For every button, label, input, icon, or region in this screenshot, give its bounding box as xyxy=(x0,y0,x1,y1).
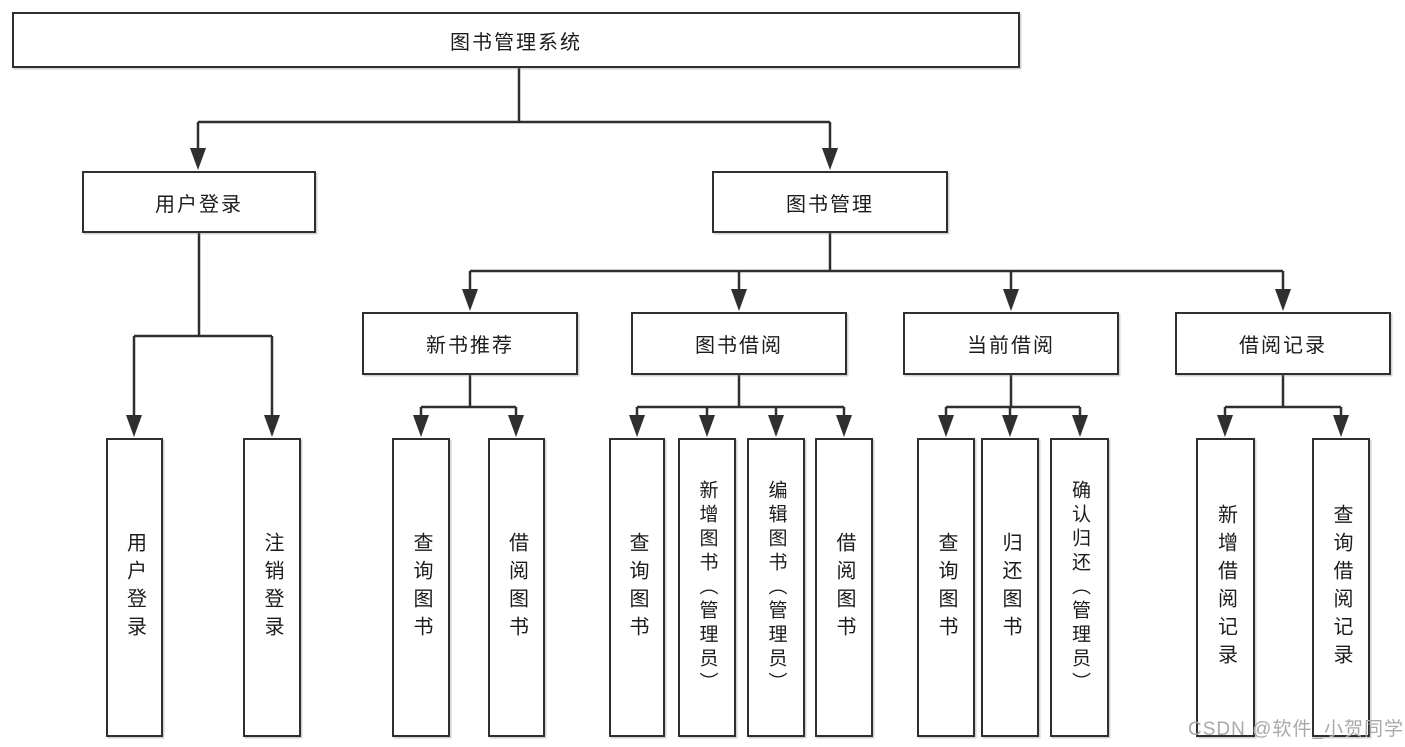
leaf-logout-label: 注销登录 xyxy=(261,531,283,644)
leaf-user-login-label: 用户登录 xyxy=(123,531,146,644)
node-user-login-label: 用户登录 xyxy=(155,193,243,216)
leaf-query-books-borrow: 查询图书 xyxy=(609,438,665,737)
node-book-management-label: 图书管理 xyxy=(786,193,874,216)
node-user-login: 用户登录 xyxy=(82,171,316,233)
node-root: 图书管理系统 xyxy=(12,12,1020,68)
csdn-watermark: CSDN @软件_小贺同学 xyxy=(1188,719,1404,740)
leaf-confirm-return-admin: 确认归还（管理员） xyxy=(1050,438,1109,737)
leaf-add-book-admin: 新增图书（管理员） xyxy=(678,438,736,737)
leaf-borrow-books-borrow: 借阅图书 xyxy=(815,438,873,737)
leaf-return-book: 归还图书 xyxy=(981,438,1039,737)
node-new-book-recommend: 新书推荐 xyxy=(362,312,578,375)
node-current-borrow-label: 当前借阅 xyxy=(967,335,1055,357)
leaf-edit-book-admin: 编辑图书（管理员） xyxy=(747,438,805,737)
node-root-label: 图书管理系统 xyxy=(450,31,582,54)
leaf-query-books-current-label: 查询图书 xyxy=(935,531,957,644)
leaf-query-books-current: 查询图书 xyxy=(917,438,975,737)
leaf-borrow-books-borrow-label: 借阅图书 xyxy=(833,531,855,644)
node-book-borrow-label: 图书借阅 xyxy=(695,335,783,357)
leaf-return-book-label: 归还图书 xyxy=(999,531,1021,644)
leaf-query-borrow-record-label: 查询借阅记录 xyxy=(1330,503,1352,672)
node-borrow-records: 借阅记录 xyxy=(1175,312,1391,375)
leaf-user-login: 用户登录 xyxy=(106,438,163,737)
leaf-edit-book-admin-label: 编辑图书（管理员） xyxy=(765,479,787,696)
leaf-borrow-books-recommend-label: 借阅图书 xyxy=(505,531,528,644)
leaf-add-book-admin-label: 新增图书（管理员） xyxy=(696,479,718,696)
leaf-query-books-recommend: 查询图书 xyxy=(392,438,450,737)
leaf-query-books-borrow-label: 查询图书 xyxy=(626,531,648,644)
node-new-book-recommend-label: 新书推荐 xyxy=(426,335,514,357)
leaf-add-borrow-record-label: 新增借阅记录 xyxy=(1214,503,1237,672)
leaf-logout: 注销登录 xyxy=(243,438,301,737)
leaf-confirm-return-admin-label: 确认归还（管理员） xyxy=(1069,479,1090,696)
node-borrow-records-label: 借阅记录 xyxy=(1239,335,1327,357)
node-book-management: 图书管理 xyxy=(712,171,948,233)
leaf-query-books-recommend-label: 查询图书 xyxy=(410,531,432,644)
leaf-query-borrow-record: 查询借阅记录 xyxy=(1312,438,1370,737)
leaf-add-borrow-record: 新增借阅记录 xyxy=(1196,438,1255,737)
node-book-borrow: 图书借阅 xyxy=(631,312,847,375)
node-current-borrow: 当前借阅 xyxy=(903,312,1119,375)
leaf-borrow-books-recommend: 借阅图书 xyxy=(488,438,545,737)
